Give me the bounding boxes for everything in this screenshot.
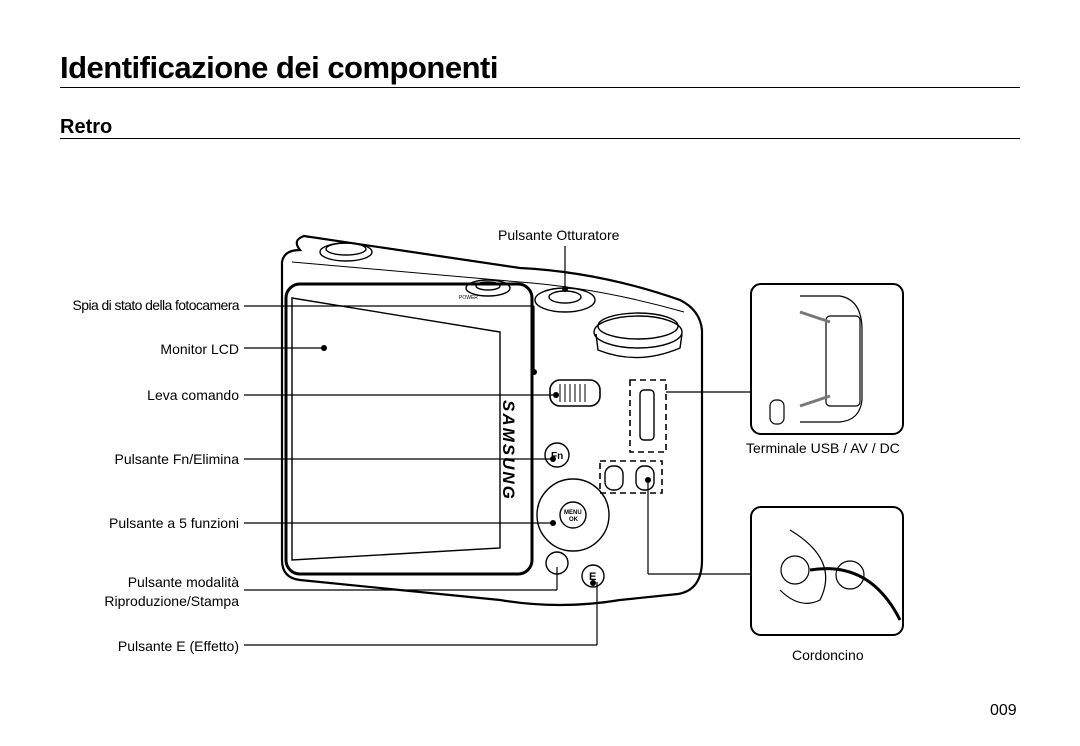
lcd-screen	[291, 297, 501, 561]
label-status-lamp: Spia di stato della fotocamera	[72, 297, 240, 313]
page-title: Identificazione dei componenti	[60, 50, 498, 85]
label-usb-terminal: Terminale USB / AV / DC	[746, 440, 900, 456]
label-zoom-lever: Leva comando	[147, 387, 239, 403]
power-text: POWER	[459, 295, 478, 301]
usb-highlight	[629, 379, 667, 453]
section-title: Retro	[60, 116, 113, 138]
label-e-button: Pulsante E (Effetto)	[117, 638, 239, 654]
label-strap: Cordoncino	[792, 647, 864, 663]
label-playback-1: Pulsante modalità	[127, 574, 239, 590]
label-lcd: Monitor LCD	[160, 341, 239, 357]
fn-button	[544, 442, 570, 468]
ok-text: OK	[569, 517, 579, 523]
five-way-pad	[536, 478, 610, 552]
lcd-outer	[284, 282, 534, 576]
title-rule	[60, 87, 1020, 88]
label-shutter: Pulsante Otturatore	[498, 227, 620, 243]
usb-inset	[750, 283, 904, 435]
section-rule	[60, 138, 1020, 139]
menu-text: MENU	[564, 510, 582, 516]
power-button	[465, 279, 511, 297]
camera-body	[280, 234, 704, 607]
label-playback-2: Riproduzione/Stampa	[104, 593, 239, 609]
zoom-lever	[549, 379, 601, 407]
brand-text: SAMSUNG	[499, 400, 518, 501]
page-number: 009	[990, 702, 1017, 719]
strap-highlight	[599, 460, 663, 494]
mode-dial	[593, 315, 683, 349]
label-fn-delete: Pulsante Fn/Elimina	[114, 451, 239, 467]
e-text: E	[589, 571, 596, 583]
label-five-way: Pulsante a 5 funzioni	[109, 515, 239, 531]
e-button	[581, 564, 605, 588]
fn-text: Fn	[551, 451, 563, 462]
strap-inset	[750, 506, 904, 636]
